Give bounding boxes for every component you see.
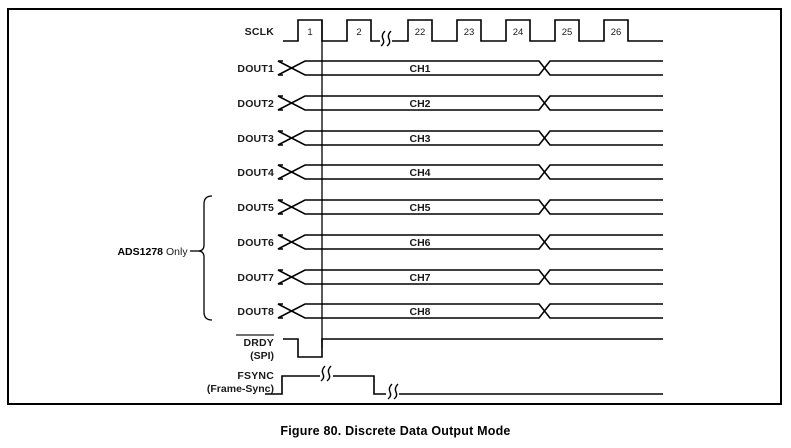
waveform-drdy bbox=[283, 338, 663, 358]
sclk-pulse-number-26: 26 bbox=[611, 27, 622, 38]
signal-label-dout4: DOUT4 bbox=[237, 167, 274, 179]
data-label-ch7: CH7 bbox=[409, 272, 430, 284]
data-label-ch6: CH6 bbox=[409, 237, 430, 249]
signal-sublabel-drdy: (SPI) bbox=[250, 350, 274, 362]
waveform-dout4: CH4 bbox=[277, 164, 663, 180]
signal-label-sclk: SCLK bbox=[245, 26, 275, 38]
sclk-pulse-number-1: 1 bbox=[307, 27, 312, 38]
signal-label-dout3: DOUT3 bbox=[237, 133, 274, 145]
data-label-ch3: CH3 bbox=[409, 133, 430, 145]
data-label-ch2: CH2 bbox=[409, 98, 430, 110]
data-label-ch8: CH8 bbox=[409, 306, 430, 318]
sclk-pulse-number-23: 23 bbox=[464, 27, 475, 38]
signal-label-dout5: DOUT5 bbox=[237, 202, 274, 214]
waveform-fsync bbox=[265, 375, 663, 395]
sclk-pulse-number-25: 25 bbox=[562, 27, 573, 38]
sclk-pulse-number-2: 2 bbox=[356, 27, 361, 38]
sclk-waveform bbox=[283, 19, 663, 42]
signal-label-dout8: DOUT8 bbox=[237, 306, 274, 318]
data-label-ch1: CH1 bbox=[409, 63, 430, 75]
signal-label-dout6: DOUT6 bbox=[237, 237, 274, 249]
data-label-ch5: CH5 bbox=[409, 202, 430, 214]
fsync-break-squiggle-2 bbox=[387, 383, 399, 400]
signal-label-dout1: DOUT1 bbox=[237, 63, 274, 75]
waveform-dout3: CH3 bbox=[277, 130, 663, 146]
signal-label-drdy: DRDY bbox=[243, 337, 274, 349]
signal-label-fsync: FSYNC bbox=[237, 370, 274, 382]
waveform-dout1: CH1 bbox=[277, 60, 663, 76]
signal-label-dout7: DOUT7 bbox=[237, 272, 274, 284]
sclk-pulse-number-24: 24 bbox=[513, 27, 524, 38]
figure-caption: Figure 80. Discrete Data Output Mode bbox=[280, 424, 511, 438]
ads1278-label-bold: ADS1278 bbox=[117, 246, 163, 258]
ads1278-group-brace bbox=[197, 195, 213, 321]
sclk-break-squiggle bbox=[380, 30, 392, 47]
sclk-pulse-number-22: 22 bbox=[415, 27, 426, 38]
waveform-dout8: CH8 bbox=[277, 303, 663, 319]
signal-sublabel-fsync: (Frame-Sync) bbox=[207, 383, 274, 395]
waveform-dout5: CH5 bbox=[277, 199, 663, 215]
waveform-dout6: CH6 bbox=[277, 234, 663, 250]
signal-label-dout2: DOUT2 bbox=[237, 98, 274, 110]
data-label-ch4: CH4 bbox=[409, 167, 430, 179]
waveform-dout7: CH7 bbox=[277, 269, 663, 285]
fsync-break-squiggle-1 bbox=[320, 365, 332, 382]
waveform-dout2: CH2 bbox=[277, 95, 663, 111]
ads1278-label-regular: Only bbox=[166, 246, 188, 258]
